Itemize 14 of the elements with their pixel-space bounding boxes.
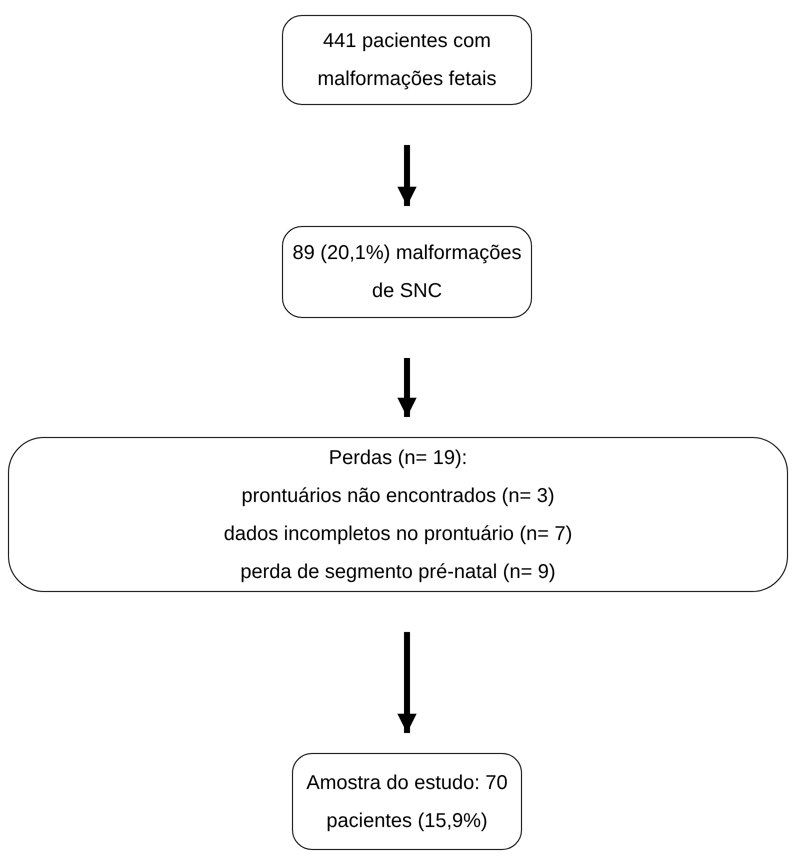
process-box	[8, 437, 788, 592]
box-text: prontuários não encontrados (n= 3)	[242, 484, 554, 508]
arrow	[397, 632, 417, 733]
process-box	[282, 15, 532, 105]
box-text: Perdas (n= 19):	[328, 446, 468, 470]
box-text: perda de segmento pré-natal (n= 9)	[240, 560, 556, 584]
arrow	[397, 358, 417, 417]
process-box	[282, 226, 532, 318]
box-text: Amostra do estudo: 70 pacientes (15,9%)	[305, 770, 509, 834]
arrow	[397, 145, 417, 206]
box-text: 89 (20,1%) malformações de SNC	[292, 241, 522, 304]
box-text: 441 pacientes com malformações fetais	[316, 29, 498, 92]
box-text: dados incompletos no prontuário (n= 7)	[224, 522, 572, 546]
process-box	[292, 753, 522, 850]
